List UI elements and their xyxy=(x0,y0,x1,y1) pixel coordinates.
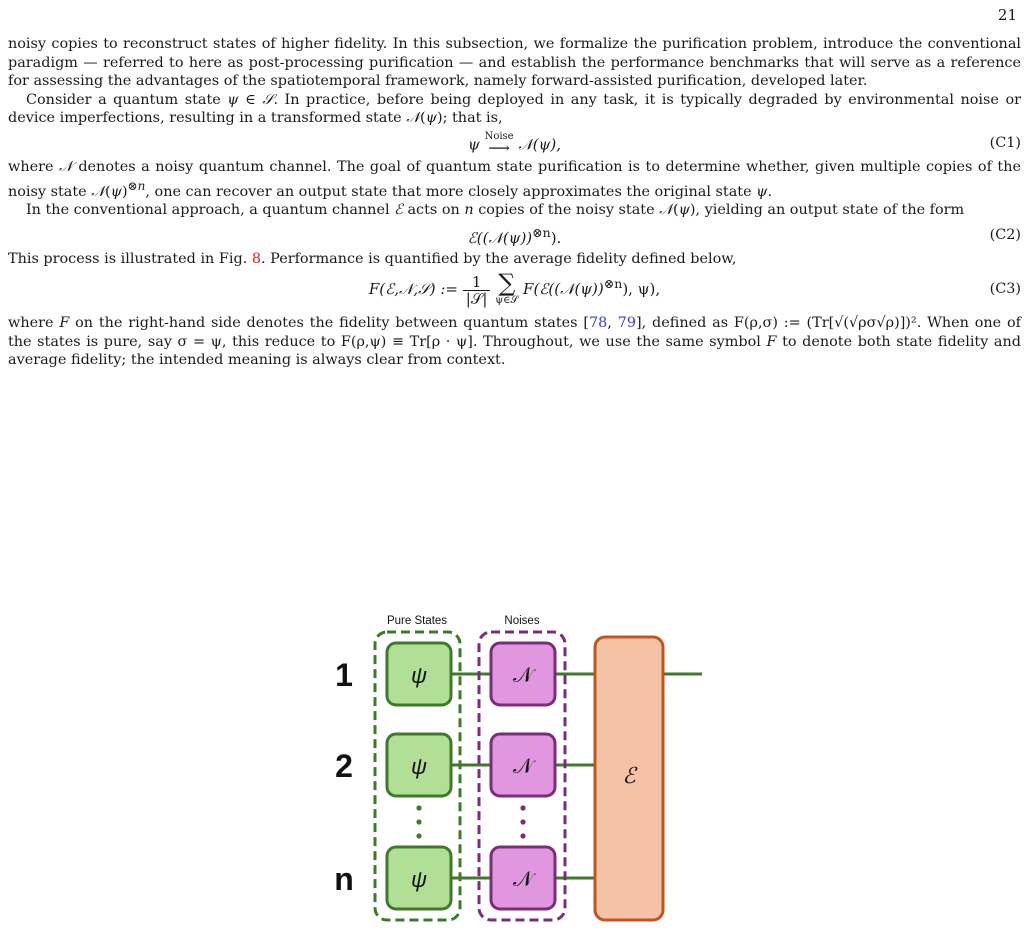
pure-state-box: ψ xyxy=(385,845,453,911)
row-label-2: 2 xyxy=(335,748,353,784)
pure-state-box: ψ xyxy=(385,641,453,707)
state-symbol: ψ xyxy=(411,754,427,779)
noise-box: 𝒩 xyxy=(489,845,557,911)
group-label-pure-states: Pure States xyxy=(387,615,447,627)
fraction: 1|𝒮| xyxy=(462,274,491,307)
noise-box: 𝒩 xyxy=(489,732,557,798)
equation-label: (C2) xyxy=(989,226,1021,243)
equation-c3: F(ℰ,𝒩,𝒮) := 1|𝒮| ∑ψ∈𝒮 F(ℰ((𝒩(ψ))⊗n), ψ),… xyxy=(368,269,1021,308)
body-text: noisy copies to reconstruct states of hi… xyxy=(8,35,1021,370)
noise-box: 𝒩 xyxy=(489,641,557,707)
ellipsis-dots-noises xyxy=(520,805,526,839)
pure-state-box: ψ xyxy=(385,732,453,798)
page-number: 21 xyxy=(997,6,1017,24)
equation-c2: ℰ((𝒩(ψ))⊗n). (C2) xyxy=(467,224,1021,247)
figure-8: Pure States Noises 1 2 n ψ ψ ψ xyxy=(334,615,702,922)
paragraph-conventional: In the conventional approach, a quantum … xyxy=(26,201,965,218)
paragraph-fidelity: where F on the right-hand side denotes t… xyxy=(8,315,1021,369)
channel-symbol: ℰ xyxy=(622,763,638,788)
noise-symbol: 𝒩 xyxy=(513,868,536,891)
citation-link[interactable]: 79 xyxy=(617,315,636,332)
paragraph-channel: where 𝒩 denotes a noisy quantum channel.… xyxy=(8,158,1021,200)
paragraph-intro: noisy copies to reconstruct states of hi… xyxy=(8,36,1021,90)
equation-label: (C3) xyxy=(989,281,1021,298)
noise-arrow: Noise⟶ xyxy=(484,130,514,157)
paragraph-performance: This process is illustrated in Fig. 8. P… xyxy=(8,250,737,267)
pure-states-group xyxy=(373,630,462,922)
noises-group xyxy=(477,630,567,922)
noise-symbol: 𝒩 xyxy=(513,664,536,687)
state-symbol: ψ xyxy=(411,867,427,892)
equation-label: (C1) xyxy=(989,134,1021,151)
equation-c1: ψ Noise⟶ 𝒩(ψ), (C1) xyxy=(468,130,1021,157)
channel-box: ℰ xyxy=(593,635,665,922)
state-symbol: ψ xyxy=(411,663,427,688)
ellipsis-dots-states xyxy=(416,805,422,839)
paragraph-state: Consider a quantum state ψ ∈ 𝒮. In pract… xyxy=(8,91,1021,127)
noise-symbol: 𝒩 xyxy=(513,755,536,778)
row-label-n: n xyxy=(334,861,354,897)
row-label-1: 1 xyxy=(335,657,353,693)
citation-link[interactable]: 78 xyxy=(588,315,608,332)
summation: ∑ψ∈𝒮 xyxy=(495,269,519,307)
group-label-noises: Noises xyxy=(504,615,539,627)
figure-link[interactable]: 8 xyxy=(251,250,262,267)
